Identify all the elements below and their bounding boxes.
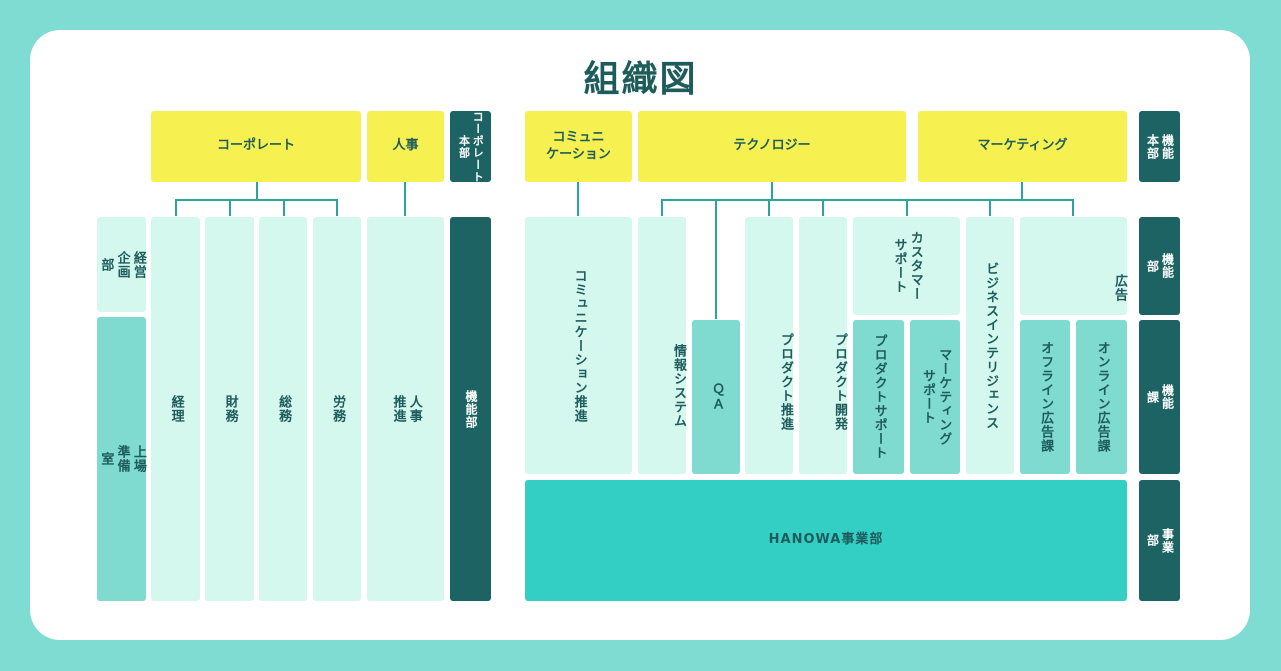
- connector-line: [771, 182, 773, 200]
- info-system-box: 情報システム: [638, 217, 686, 474]
- connector-line: [336, 199, 338, 216]
- connector-line: [906, 199, 908, 216]
- labor-box: 労務: [313, 217, 361, 601]
- business-intelligence-box: ビジネスインテリジェンス: [966, 217, 1014, 474]
- corporate-hq-label: コーポレート 本部: [450, 111, 491, 183]
- function-hq-label: 機能 本部: [1139, 111, 1180, 182]
- connector-line: [283, 199, 285, 216]
- marketing-box: マーケティング: [918, 111, 1127, 182]
- technology-box: テクノロジー: [638, 111, 906, 182]
- ipo-prep-box: 上場 準備 室: [97, 317, 146, 601]
- connector-line: [175, 199, 177, 216]
- hanowa-division-box: HANOWA事業部: [525, 480, 1127, 601]
- customer-support-box: カスタマー サポート: [853, 217, 960, 315]
- planning-dept-box: 経営 企画 部: [97, 217, 146, 312]
- finance-box: 財務: [205, 217, 254, 601]
- connector-line: [175, 199, 338, 201]
- qa-box: ＱＡ: [692, 320, 740, 474]
- function-dept-label-left: 機能部: [450, 217, 491, 601]
- marketing-support-box: マーケティング サポート: [910, 320, 960, 474]
- connector-line: [1072, 199, 1074, 216]
- connector-line: [661, 199, 663, 216]
- accounting-box: 経理: [151, 217, 200, 601]
- product-dev-box: プロダクト開発: [799, 217, 847, 474]
- connector-line: [577, 182, 579, 216]
- corporate-box: コーポレート: [151, 111, 361, 182]
- ads-box: 広告: [1020, 217, 1127, 315]
- product-support-box: プロダクトサポート: [853, 320, 904, 474]
- connector-line: [229, 199, 231, 216]
- online-ads-box: オンライン広告課: [1076, 320, 1127, 474]
- hr-promotion-box: 人事 推進: [367, 217, 444, 601]
- product-promotion-box: プロダクト推進: [745, 217, 793, 474]
- function-dept-label-right: 機能 部: [1139, 217, 1180, 315]
- connector-line: [256, 182, 258, 200]
- hr-box: 人事: [367, 111, 444, 182]
- connector-line: [822, 199, 824, 216]
- connector-line: [404, 182, 406, 216]
- connector-line: [715, 199, 717, 319]
- connector-line: [661, 199, 1074, 201]
- connector-line: [768, 199, 770, 216]
- business-dept-label: 事業 部: [1139, 480, 1180, 601]
- function-section-label: 機能 課: [1139, 320, 1180, 474]
- general-affairs-box: 総務: [259, 217, 307, 601]
- chart-title: 組織図: [583, 59, 698, 100]
- connector-line: [1021, 182, 1023, 200]
- connector-line: [989, 199, 991, 216]
- communication-box: コミュニ ケーション: [525, 111, 632, 182]
- comm-promotion-box: コミュニケーション推進: [525, 217, 632, 474]
- offline-ads-box: オフライン広告課: [1020, 320, 1070, 474]
